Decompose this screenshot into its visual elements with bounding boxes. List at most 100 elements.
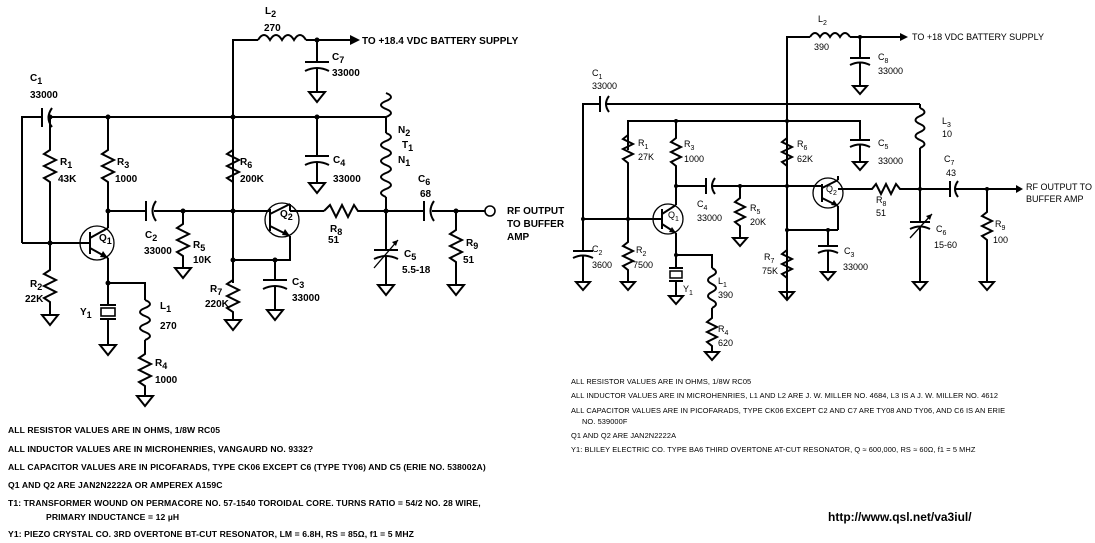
right-r5-value: 20K [750,217,766,227]
right-l2-value: 390 [814,42,829,52]
left-c1-value: 33000 [30,90,58,101]
source-url: http://www.qsl.net/va3iul/ [828,510,972,524]
left-c2-value: 33000 [144,246,172,257]
right-output-label-1: RF OUTPUT TO [1026,182,1092,192]
right-r2-name: R2 [636,245,647,258]
left-supply-label: TO +18.4 VDC BATTERY SUPPLY [362,36,519,47]
left-t1-label: T1 [402,140,413,153]
left-c3-value: 33000 [292,293,320,304]
right-c2-name: C2 [592,244,603,257]
right-r8-name: R8 [876,195,887,208]
left-r8-name: R8 [330,224,342,237]
right-y1-crystal [669,270,683,279]
left-c2-name: C2 [145,230,157,243]
right-r3-value: 1000 [684,154,704,164]
right-l3-value: 10 [942,129,952,139]
left-c6-value: 68 [420,189,432,200]
right-q2-transistor [812,177,844,209]
left-r6-name: R6 [240,157,252,170]
left-c1-name: C1 [30,73,42,86]
right-supply-label: TO +18 VDC BATTERY SUPPLY [912,32,1044,42]
left-y1-label: Y1 [80,307,92,320]
right-y1-label: Y1 [683,284,693,297]
left-r9-value: 51 [463,255,475,266]
right-r7-value: 75K [762,266,778,276]
left-c4-value: 33000 [333,174,361,185]
left-l2-value: 270 [264,23,281,34]
right-r7-name: R7 [764,252,775,265]
left-y1-crystal [100,307,116,317]
left-l2-name: L2 [265,6,276,19]
left-q2-label: Q2 [280,209,293,222]
right-l1-value: 390 [718,290,733,300]
left-r2-name: R2 [30,279,42,292]
left-note-7: Y1: PIEZO CRYSTAL CO. 3RD OVERTONE BT-CU… [8,529,414,539]
left-c5-value: 5.5-18 [402,265,431,276]
left-n2-label: N2 [398,125,410,138]
left-l1-name: L1 [160,301,171,314]
right-schematic: TO +18 VDC BATTERY SUPPLY L2 390 C8 3300… [571,14,1092,454]
left-r3-name: R3 [117,157,129,170]
left-r9-name: R9 [466,238,478,251]
left-c6-name: C6 [418,174,430,187]
left-r1-name: R1 [60,157,72,170]
left-schematic: TO +18.4 VDC BATTERY SUPPLY L2 270 C7 33… [8,6,565,539]
right-note-6: Y1: BLILEY ELECTRIC CO. TYPE BA6 THIRD O… [571,445,976,454]
left-r1-value: 43K [58,174,77,185]
left-c7-value: 33000 [332,68,360,79]
right-r9-name: R9 [995,219,1006,232]
right-c5-value: 33000 [878,156,903,166]
left-r8-value: 51 [328,235,340,246]
right-r6-name: R6 [797,139,808,152]
right-c6-name: C6 [936,224,947,237]
right-r4-name: R4 [718,324,729,337]
left-r7-value: 220K [205,299,230,310]
left-r4-value: 1000 [155,375,178,386]
right-note-1: ALL RESISTOR VALUES ARE IN OHMS, 1/8W RC… [571,377,751,386]
right-c5-name: C5 [878,138,889,151]
left-r2-value: 22K [25,294,44,305]
left-note-5: T1: TRANSFORMER WOUND ON PERMACORE NO. 5… [8,498,481,508]
right-r6-value: 62K [797,154,813,164]
right-c6-value: 15-60 [934,240,957,250]
right-note-4: NO. 539000F [582,417,628,426]
right-c3-name: C3 [844,246,855,259]
left-n1-label: N1 [398,155,410,168]
right-c8-value: 33000 [878,66,903,76]
left-q2-transistor [264,202,300,238]
right-c2-value: 3600 [592,260,612,270]
left-note-6: PRIMARY INDUCTANCE = 12 µH [46,512,179,522]
left-note-4: Q1 AND Q2 ARE JAN2N2222A OR AMPEREX A159… [8,480,223,490]
left-output-label-1: RF OUTPUT [507,206,564,217]
right-c4-name: C4 [697,199,708,212]
left-r5-name: R5 [193,240,205,253]
left-l1-value: 270 [160,321,177,332]
left-output-label-2: TO BUFFER [507,219,565,230]
right-r1-name: R1 [638,138,649,151]
left-note-3: ALL CAPACITOR VALUES ARE IN PICOFARADS, … [8,462,486,472]
right-c7-value: 43 [946,168,956,178]
left-c4-name: C4 [333,155,345,168]
right-note-2: ALL INDUCTOR VALUES ARE IN MICROHENRIES,… [571,391,998,400]
right-c1-value: 33000 [592,81,617,91]
right-q1-label: Q1 [668,210,679,223]
right-l3-name: L3 [942,116,951,129]
left-r4-name: R4 [155,358,167,371]
left-note-1: ALL RESISTOR VALUES ARE IN OHMS, 1/8W RC… [8,425,220,435]
right-c4-value: 33000 [697,213,722,223]
right-l1-name: L1 [718,276,727,289]
left-q1-label: Q1 [99,233,112,246]
right-output-label-2: BUFFER AMP [1026,194,1084,204]
right-r4-value: 620 [718,338,733,348]
right-r8-value: 51 [876,208,886,218]
right-l2-name: L2 [818,14,827,27]
right-c8-name: C8 [878,52,889,65]
left-output-label-3: AMP [507,232,530,243]
left-note-2: ALL INDUCTOR VALUES ARE IN MICROHENRIES,… [8,444,313,454]
left-r6-value: 200K [240,174,265,185]
right-c3-value: 33000 [843,262,868,272]
right-c7-name: C7 [944,154,955,167]
right-c1-name: C1 [592,68,603,81]
right-r1-value: 27K [638,152,654,162]
